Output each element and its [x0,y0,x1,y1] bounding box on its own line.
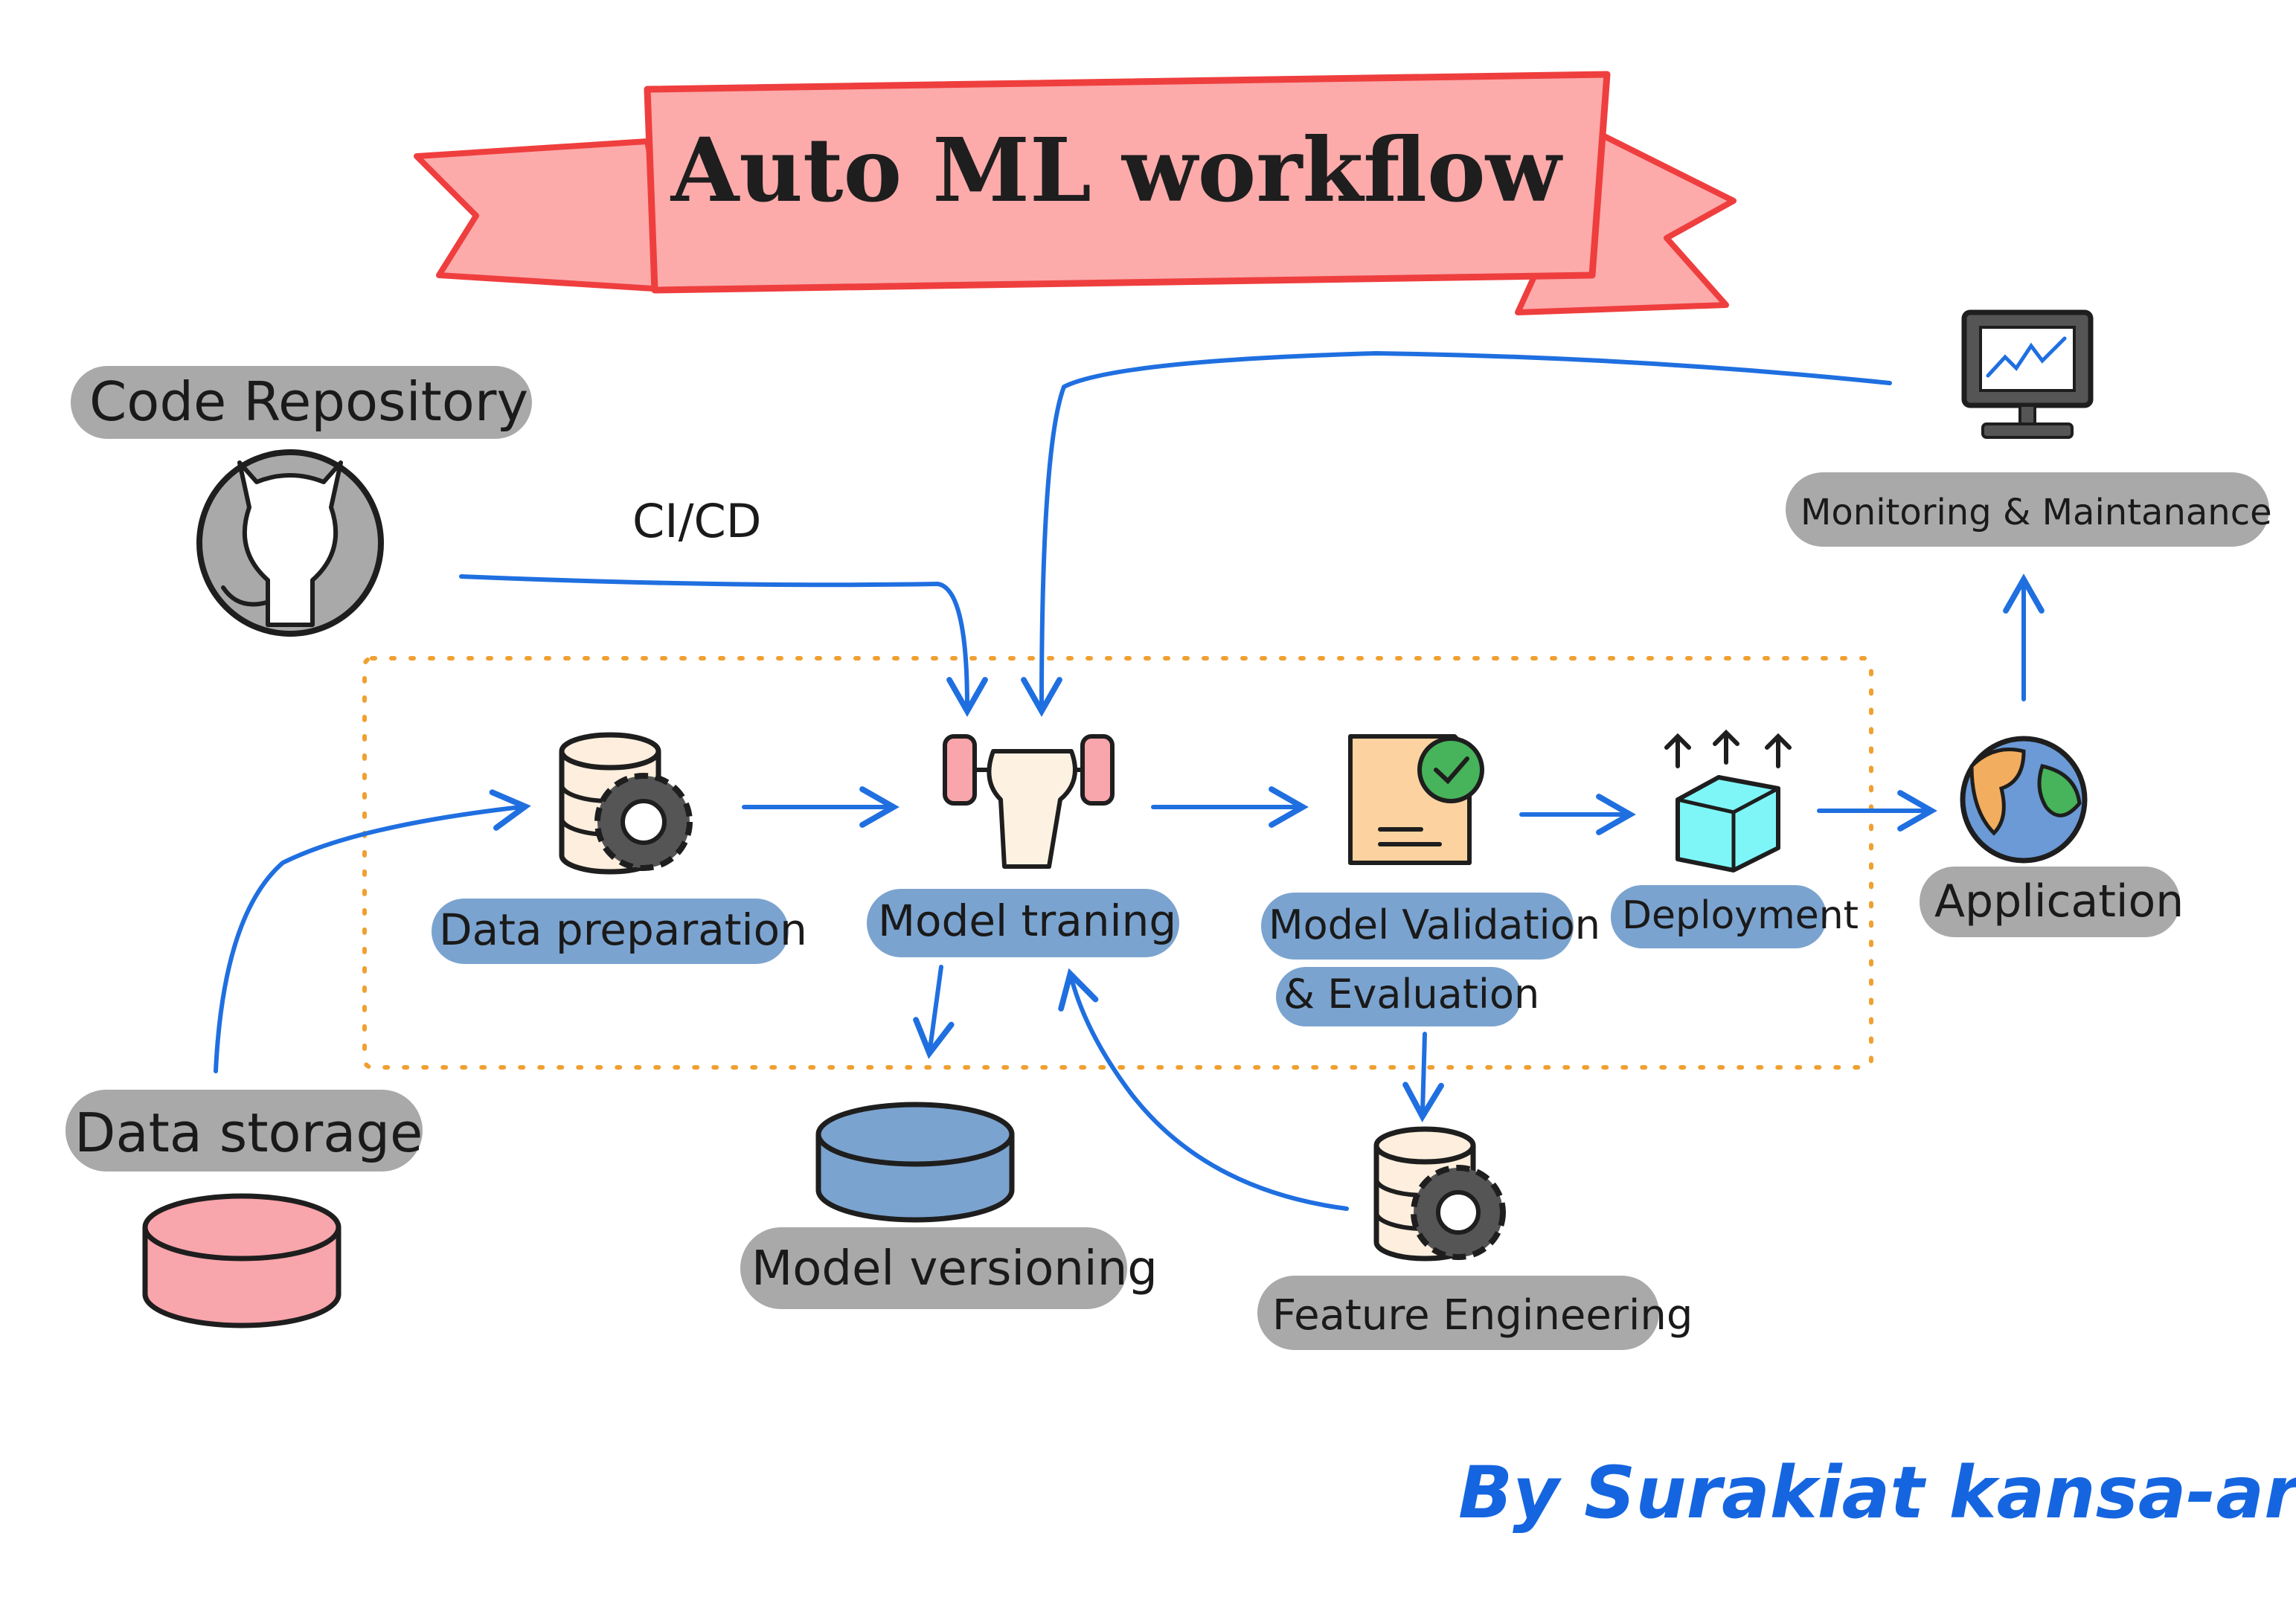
deployment-label-group: Deployment [1611,885,1859,948]
application-label: Application [1934,875,2184,928]
model-db-cylinder-icon [815,1102,1015,1223]
edge-validation-to-feature [1402,1032,1444,1122]
dumbbell-fist-icon [943,734,1115,869]
ci-cd-label: CI/CD [632,494,762,548]
data-preparation-icon [559,732,693,875]
edge-storage-to-preparation [214,789,531,1073]
edge-cicd-to-training [459,574,988,717]
data-storage-label: Data storage [74,1102,423,1164]
title-ribbon: Auto ML workflow [414,71,1737,315]
diagram-title: Auto ML workflow [670,118,1563,222]
edge-monitoring-to-training [1021,351,1892,717]
model-validation-label: Model Validation [1269,902,1600,948]
edge-training-to-versioning [913,965,955,1059]
model-versioning-label-group: Model versioning [740,1227,1158,1309]
code-repository: Code Repository [71,366,532,439]
globe-icon [1960,736,2088,864]
deployment-label: Deployment [1622,893,1859,938]
model-evaluation-label: & Evaluation [1283,971,1539,1018]
application-label-group: Application [1920,867,2184,937]
data-preparation-label-group: Data preparation [432,899,807,964]
code-repository-label: Code Repository [89,370,528,433]
storage-cylinder-icon [142,1193,341,1328]
data-preparation-label: Data preparation [439,904,807,955]
model-training-label-group: Model traning [867,889,1179,957]
cube-upload-icon [1664,729,1792,872]
edge-feature-to-training [1058,968,1349,1211]
data-storage: Data storage [65,1090,423,1172]
document-check-icon [1348,734,1484,865]
feature-engineering-icon [1373,1126,1506,1262]
author-signature: By Surakiat kansa-ard [1458,1451,2296,1534]
feature-engineering-label: Feature Engineering [1272,1291,1693,1340]
model-training-label: Model traning [878,896,1176,946]
feature-engineering-label-group: Feature Engineering [1257,1276,1693,1350]
github-icon [196,449,384,637]
model-versioning-label: Model versioning [751,1241,1158,1296]
model-validation-label-group: Model Validation & Evaluation [1261,893,1600,1026]
pipeline-boundary [362,656,1873,1070]
monitoring-label: Monitoring & Maintanance [1800,492,2272,533]
monitor-chart-icon [1961,309,2094,439]
monitoring-label-group: Monitoring & Maintanance [1786,472,2272,547]
